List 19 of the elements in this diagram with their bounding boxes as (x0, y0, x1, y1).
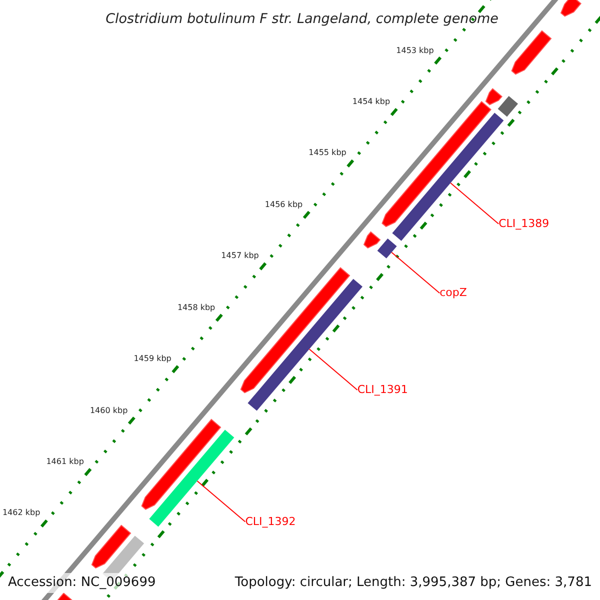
leader-line (391, 252, 440, 294)
position-label: 1462 kbp (2, 509, 40, 518)
gene-bar (149, 430, 234, 527)
leader-line (450, 182, 500, 224)
leader-line (308, 348, 358, 390)
gene-label: copZ (440, 286, 467, 300)
position-label: 1459 kbp (134, 355, 172, 364)
accession-text: Accession: NC_009699 (8, 573, 156, 592)
position-label: 1461 kbp (46, 458, 84, 466)
position-label: 1456 kbp (264, 200, 303, 209)
title: Clostridium botulinum F str. Langeland, complete genome (104, 10, 500, 29)
gene-label: CLI_1392 (245, 514, 296, 529)
gene-label: CLI_1391 (357, 382, 408, 397)
gene-label: CLI_1389 (498, 216, 550, 231)
position-label: 1453 kbp (396, 46, 434, 55)
position-label: 1455 kbp (308, 149, 346, 158)
position-label: 1458 kbp (177, 304, 216, 312)
leader-line (196, 480, 246, 522)
gene-bar (377, 238, 397, 258)
